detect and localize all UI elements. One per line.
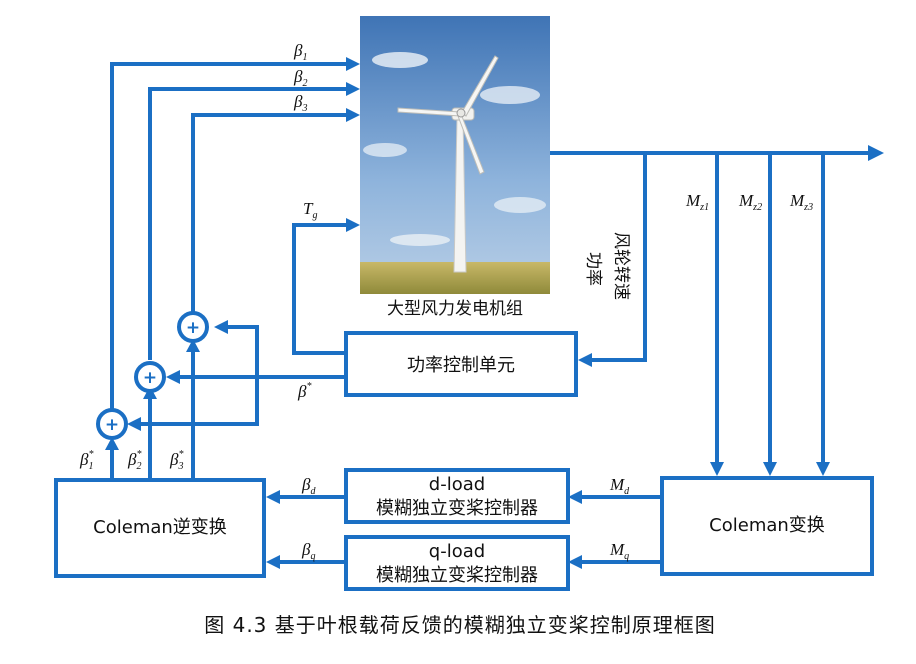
- signal-beta-star: β*: [297, 381, 311, 401]
- coleman-inverse-label: Coleman逆变换: [93, 517, 227, 538]
- coleman-label: Coleman变换: [709, 515, 825, 536]
- power-control-label: 功率控制单元: [407, 355, 515, 376]
- signal-wires: [105, 57, 884, 569]
- signal-beta2-star: β*2: [127, 449, 141, 472]
- summer-beta2-plus: +: [143, 368, 157, 388]
- signal-mz2: Mz2: [738, 191, 762, 213]
- feedback-label-rotor-speed: 风轮转速: [611, 232, 631, 300]
- signal-beta-q: βq: [301, 540, 315, 562]
- q-load-controller-block: q-load 模糊独立变桨控制器: [344, 535, 570, 591]
- feedback-label-power: 功率: [583, 252, 603, 286]
- summer-beta1: +: [96, 408, 128, 440]
- signal-mz3: Mz3: [789, 191, 813, 213]
- signal-beta2: β2: [293, 67, 307, 89]
- signal-beta3: β3: [293, 92, 307, 114]
- power-control-block: 功率控制单元: [344, 331, 578, 397]
- summer-beta1-plus: +: [105, 415, 119, 435]
- signal-md: Md: [609, 475, 630, 497]
- signal-beta-d: βd: [301, 475, 316, 497]
- coleman-block: Coleman变换: [660, 476, 874, 576]
- d-load-label-line1: d-load: [429, 474, 485, 495]
- wind-turbine-image: [360, 16, 550, 294]
- summer-beta3: +: [177, 311, 209, 343]
- d-load-label-line2: 模糊独立变桨控制器: [376, 498, 538, 519]
- turbine-label: 大型风力发电机组: [387, 299, 523, 319]
- signal-beta1-star: β*1: [79, 449, 93, 472]
- signal-mz1: Mz1: [685, 191, 709, 213]
- figure-caption: 图 4.3 基于叶根载荷反馈的模糊独立变桨控制原理框图: [204, 613, 716, 637]
- q-load-label-line1: q-load: [429, 541, 485, 562]
- signal-beta3-star: β*3: [169, 449, 183, 472]
- summer-beta2: +: [134, 361, 166, 393]
- signal-beta1: β1: [293, 41, 307, 63]
- q-load-label-line2: 模糊独立变桨控制器: [376, 565, 538, 586]
- coleman-inverse-block: Coleman逆变换: [54, 478, 266, 578]
- summer-beta3-plus: +: [186, 318, 200, 338]
- signal-mq: Mq: [609, 540, 629, 562]
- d-load-controller-block: d-load 模糊独立变桨控制器: [344, 468, 570, 524]
- signal-tg: Tg: [303, 199, 317, 221]
